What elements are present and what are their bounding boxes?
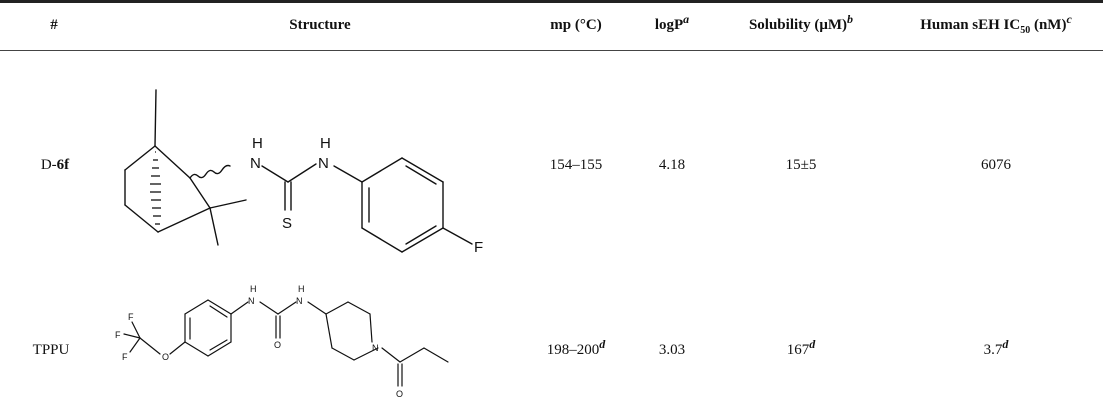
header-logp: logPa xyxy=(640,13,704,34)
row-1-id-prefix: D- xyxy=(40,157,57,173)
atom-label-f: F xyxy=(122,352,128,362)
header-ic50-subscript: 50 xyxy=(1020,25,1031,36)
header-solubility: Solubility (μM)b xyxy=(712,13,890,34)
atom-label-o: O xyxy=(274,340,281,350)
atom-label-o: O xyxy=(162,352,169,362)
row-1-logp: 4.18 xyxy=(640,157,704,174)
row-2-ic50-value: 3.7 xyxy=(983,342,1003,358)
atom-label-h: H xyxy=(252,135,263,152)
row-1-id: D-6f xyxy=(30,157,80,174)
header-ic50-unit: (nM) xyxy=(1030,17,1067,33)
row-2-id-prefix: TPPU xyxy=(32,342,70,358)
row-1-mp-value: 154–155 xyxy=(549,157,603,173)
atom-label-h: H xyxy=(250,284,257,294)
header-solubility-text: Solubility (μM) xyxy=(748,17,848,33)
header-structure-text: Structure xyxy=(289,17,351,33)
header-ic50-footnote: c xyxy=(1066,12,1072,26)
atom-label-n: N xyxy=(248,296,255,306)
row-2-solubility-footnote: d xyxy=(809,337,816,351)
row-2-solubility-value: 167 xyxy=(786,342,810,358)
atom-label-n: N xyxy=(296,296,303,306)
header-mp-text: mp (°C) xyxy=(550,17,602,33)
row-1-ic50: 6076 xyxy=(896,157,1096,174)
row-2-id: TPPU xyxy=(22,342,80,359)
row-2-mp-value: 198–200 xyxy=(546,342,600,358)
atom-label-f: F xyxy=(128,312,134,322)
row-2-ic50: 3.7d xyxy=(896,338,1096,359)
atom-label-s: S xyxy=(282,215,292,232)
header-ic50: Human sEH IC50 (nM)c xyxy=(896,13,1096,36)
row-2-ic50-footnote: d xyxy=(1002,337,1009,351)
atom-label-n: N xyxy=(250,155,261,172)
row-1-solubility: 15±5 xyxy=(712,157,890,174)
row-1-ic50-value: 6076 xyxy=(981,157,1011,173)
atom-label-o: O xyxy=(396,389,403,399)
atom-label-h: H xyxy=(320,135,331,152)
atom-label-n: N xyxy=(318,155,329,172)
header-logp-footnote: a xyxy=(683,12,690,26)
row-1-id-compound: 6f xyxy=(56,157,70,173)
row-1-solubility-value: 15±5 xyxy=(785,157,817,173)
header-index-text: # xyxy=(50,17,58,33)
header-index: # xyxy=(40,17,68,34)
structure-d6f: H N H N S F xyxy=(124,89,483,256)
atom-label-n: N xyxy=(372,343,379,353)
row-2-mp-footnote: d xyxy=(599,337,606,351)
row-1-logp-value: 4.18 xyxy=(658,157,686,173)
structure-tppu: F F F O H N H N O N O xyxy=(115,284,449,399)
atom-label-f: F xyxy=(115,330,121,340)
row-2-solubility: 167d xyxy=(712,338,890,359)
header-solubility-footnote: b xyxy=(847,12,854,26)
header-ic50-text: Human sEH IC xyxy=(920,17,1021,33)
table-top-rule xyxy=(0,0,1103,3)
atom-label-f: F xyxy=(474,239,483,256)
row-2-logp-value: 3.03 xyxy=(658,342,686,358)
row-2-logp: 3.03 xyxy=(640,342,704,359)
atom-label-h: H xyxy=(298,284,305,294)
row-2-mp: 198–200d xyxy=(530,338,622,359)
header-mp: mp (°C) xyxy=(528,17,624,34)
header-structure: Structure xyxy=(230,17,410,34)
header-logp-text: logP xyxy=(654,17,684,33)
row-1-mp: 154–155 xyxy=(530,157,622,174)
header-rule xyxy=(0,50,1103,51)
